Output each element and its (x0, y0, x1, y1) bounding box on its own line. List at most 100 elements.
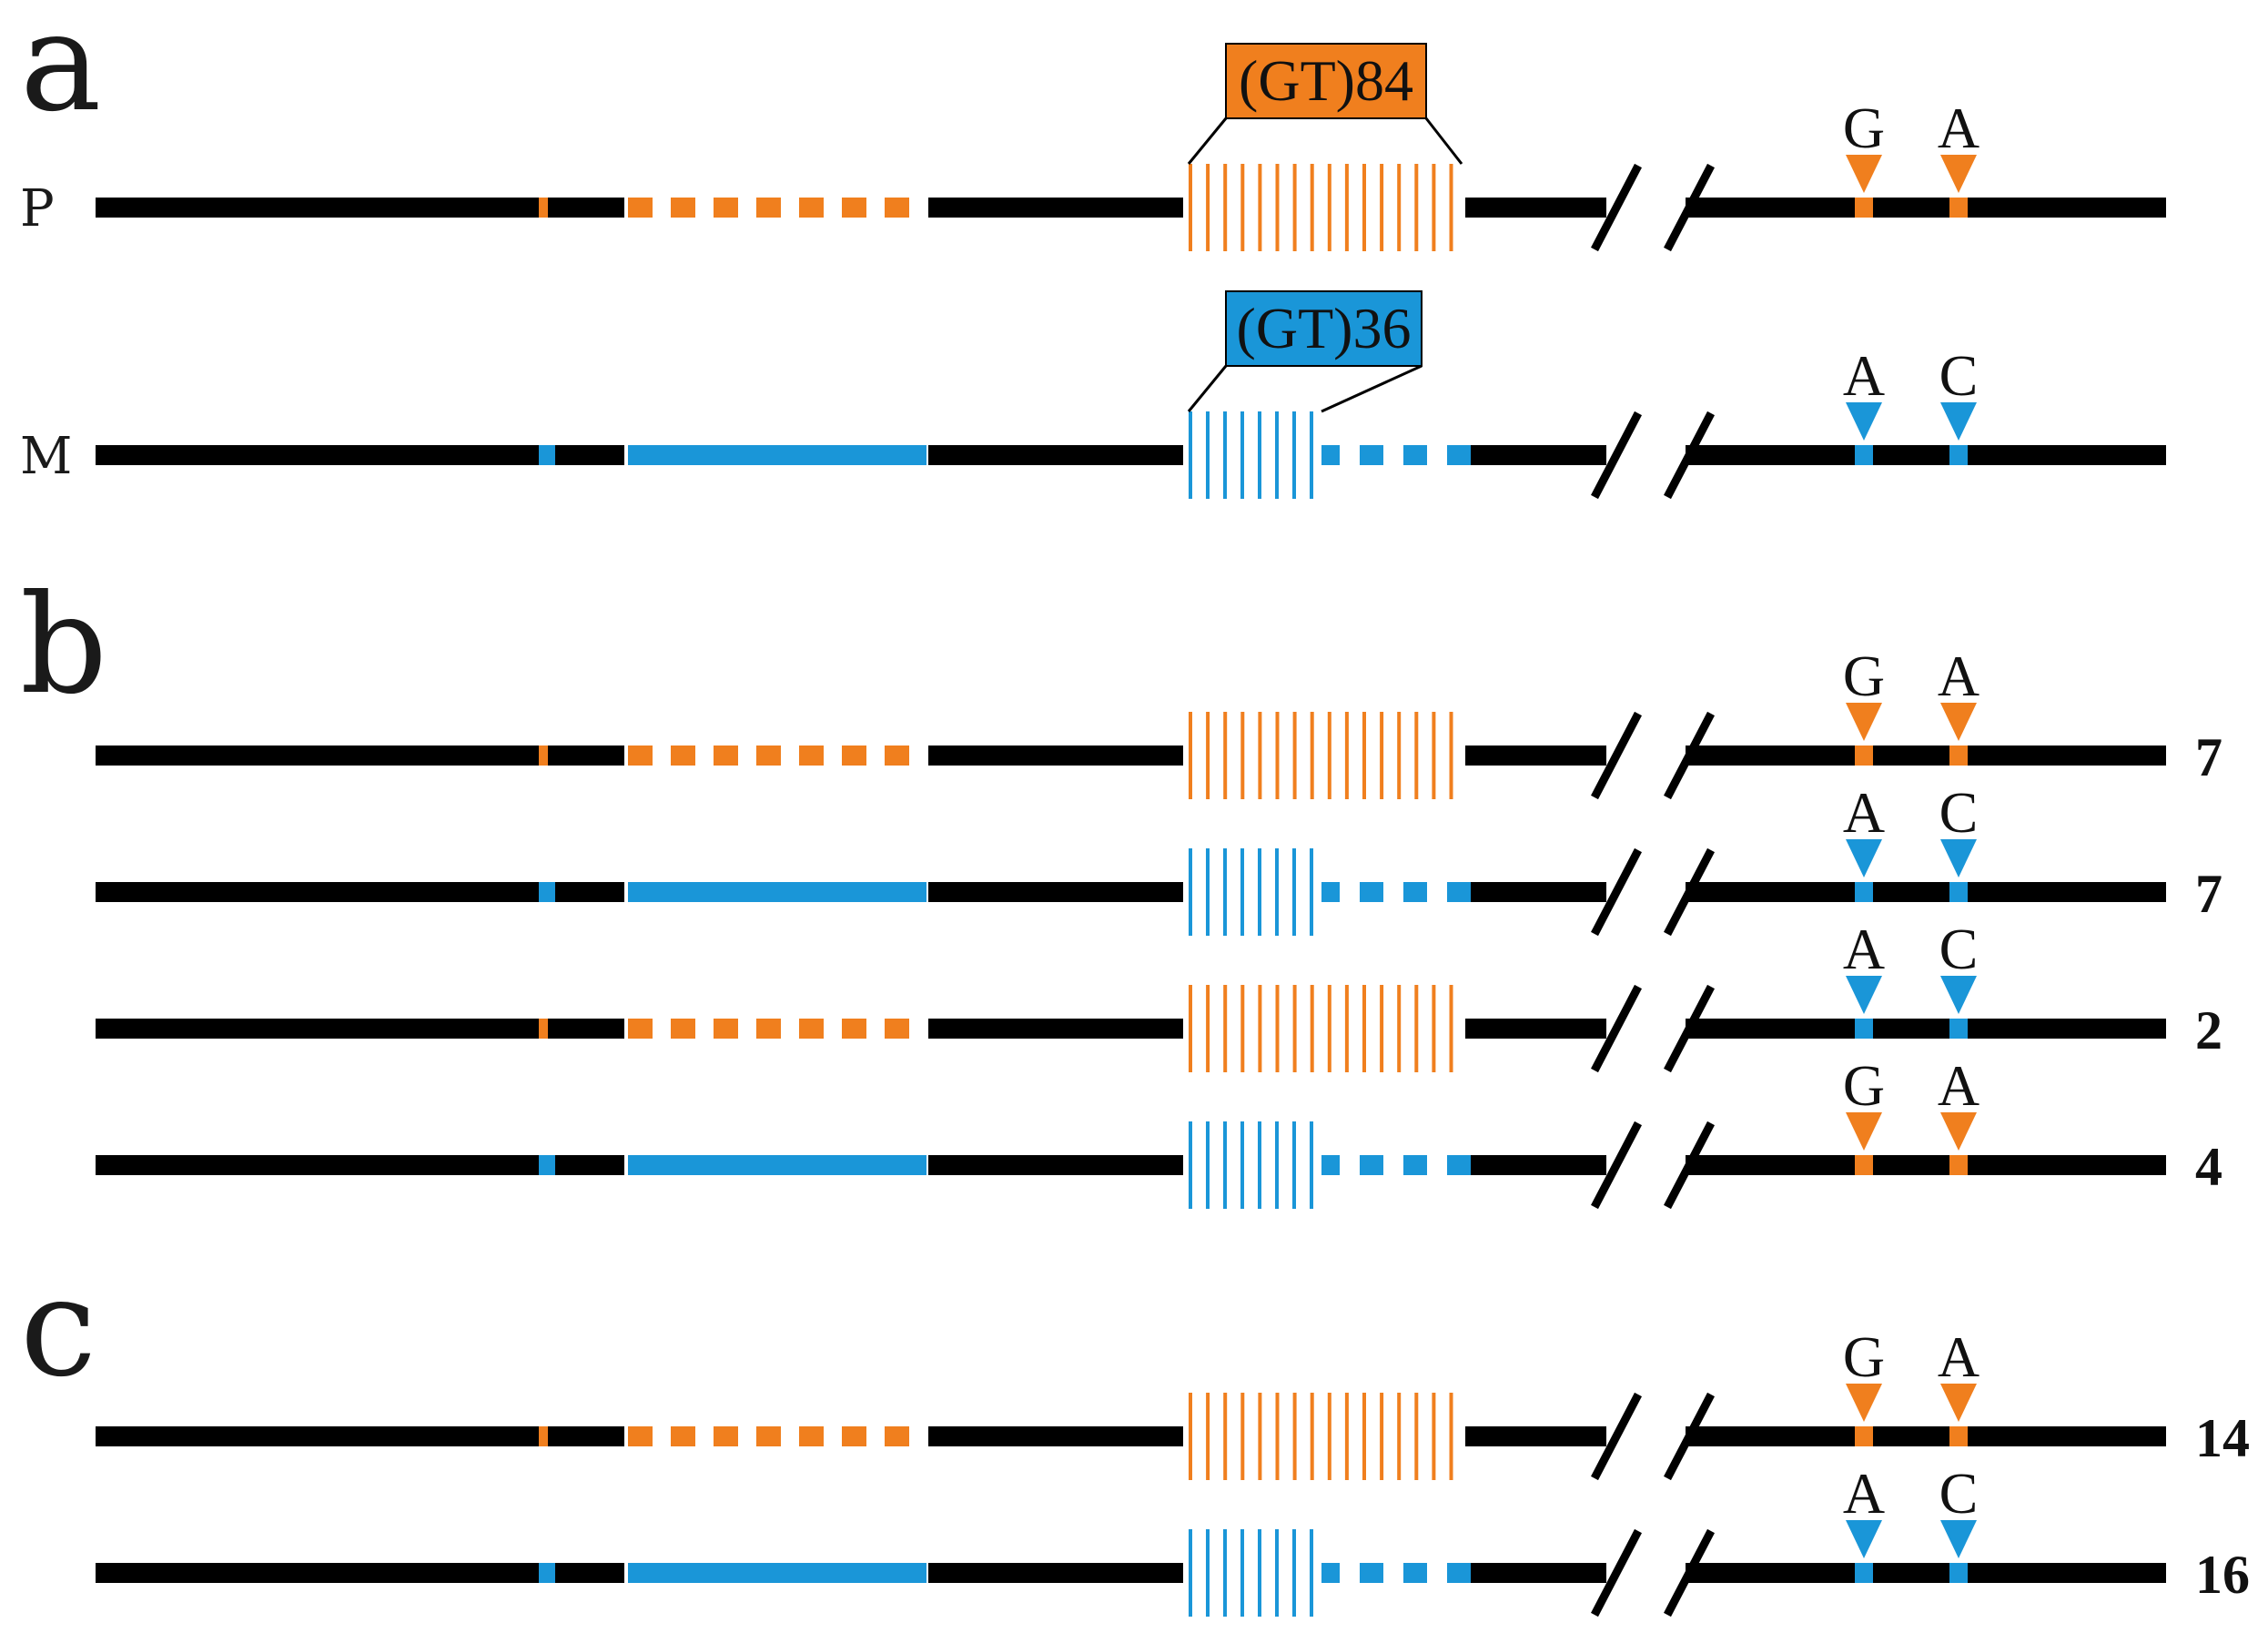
snp-arrow (1846, 839, 1882, 877)
repeat-bar (1189, 164, 1192, 251)
region1-dash (628, 198, 653, 218)
break-mark (1664, 711, 1715, 800)
repeat-bar (1258, 848, 1261, 936)
repeat-bar (1327, 164, 1331, 251)
row-count: 7 (2195, 864, 2222, 924)
repeat-bar (1258, 1121, 1261, 1209)
repeat-dash (1360, 1563, 1383, 1583)
backbone-right (1686, 1019, 2166, 1039)
repeat-bar (1206, 712, 1210, 799)
repeat-bg (1183, 153, 1465, 262)
repeat-bar (1292, 164, 1297, 251)
repeat-bar (1258, 1529, 1261, 1617)
repeat-bar (1344, 164, 1349, 251)
repeat-dash-end (1447, 1155, 1458, 1175)
repeat-label: (GT)36 (1237, 296, 1412, 360)
repeat-bar (1362, 164, 1366, 251)
snp-arrow (1846, 1384, 1882, 1422)
repeat-tail (1321, 1155, 1340, 1175)
region1-dash (885, 1019, 909, 1039)
region1-dash (671, 198, 695, 218)
repeat-bar (1292, 1393, 1297, 1480)
row-label: P (20, 179, 55, 238)
repeat-bar (1258, 1393, 1262, 1480)
break-mark (1591, 847, 1642, 937)
region1-dash (885, 198, 909, 218)
repeat-bar (1258, 164, 1262, 251)
repeat-bar (1397, 1393, 1402, 1480)
repeat-bar (1223, 712, 1228, 799)
repeat-bar (1449, 712, 1453, 799)
repeat-bg (1183, 1382, 1465, 1491)
repeat-bar (1240, 1121, 1244, 1209)
backbone-right (1686, 1563, 2166, 1583)
region1-dash (885, 1426, 909, 1446)
repeat-bar (1292, 1121, 1296, 1209)
backbone-right (1686, 746, 2166, 766)
snp-allele-snp2: C (1939, 780, 1979, 845)
backbone-right (1686, 1155, 2166, 1175)
repeat-bar (1206, 1529, 1210, 1617)
row-count: 14 (2195, 1408, 2250, 1468)
repeat-bar (1275, 1121, 1279, 1209)
region1-dash (756, 1426, 781, 1446)
repeat-bar (1240, 411, 1244, 499)
region1-dash (799, 1426, 824, 1446)
row-count: 16 (2195, 1545, 2250, 1605)
repeat-bar (1310, 164, 1314, 251)
repeat-bar (1432, 1393, 1436, 1480)
break-mark (1591, 163, 1642, 252)
repeat-bar (1344, 985, 1349, 1072)
backbone-right (1686, 198, 2166, 218)
repeat-bar (1380, 712, 1384, 799)
repeat-bar (1432, 985, 1436, 1072)
region1-dash (885, 746, 909, 766)
snp-arrow (1940, 839, 1977, 877)
repeat-bar (1240, 848, 1244, 936)
region1-dash (756, 1019, 781, 1039)
repeat-bar (1258, 985, 1262, 1072)
region1-dash (628, 746, 653, 766)
row-count: 2 (2195, 1000, 2222, 1060)
snp-allele-snp2: A (1938, 1053, 1979, 1118)
snp-allele-snp2: C (1939, 343, 1979, 408)
repeat-label: (GT)84 (1239, 48, 1413, 113)
break-mark (1591, 411, 1642, 500)
repeat-bar (1310, 985, 1314, 1072)
repeat-label-box (1225, 290, 1423, 367)
repeat-bar (1414, 712, 1419, 799)
row-label: M (20, 427, 72, 486)
repeat-connector (1187, 365, 1228, 412)
marker-small (539, 882, 555, 902)
region1-dash (671, 746, 695, 766)
snp-allele-snp1: G (1843, 96, 1885, 160)
marker-small (539, 746, 548, 766)
snp-marker (1949, 1019, 1968, 1039)
repeat-bar (1344, 1393, 1349, 1480)
repeat-bar (1362, 985, 1366, 1072)
repeat-bar (1327, 985, 1331, 1072)
repeat-bar (1223, 848, 1227, 936)
repeat-bar (1206, 411, 1210, 499)
repeat-bar (1362, 1393, 1366, 1480)
repeat-bar (1310, 1121, 1313, 1209)
repeat-tail (1321, 882, 1340, 902)
repeat-bar (1189, 848, 1192, 936)
snp-marker (1949, 1563, 1968, 1583)
backbone-right (1686, 445, 2166, 465)
repeat-bar (1223, 164, 1228, 251)
repeat-bar (1310, 712, 1314, 799)
panel-letter-c: c (20, 1249, 96, 1407)
repeat-dash (1360, 445, 1383, 465)
repeat-bar (1310, 1393, 1314, 1480)
snp-allele-snp1: A (1843, 1461, 1885, 1526)
region1-dash (671, 1426, 695, 1446)
row-count: 4 (2195, 1137, 2222, 1197)
repeat-bar (1189, 411, 1192, 499)
